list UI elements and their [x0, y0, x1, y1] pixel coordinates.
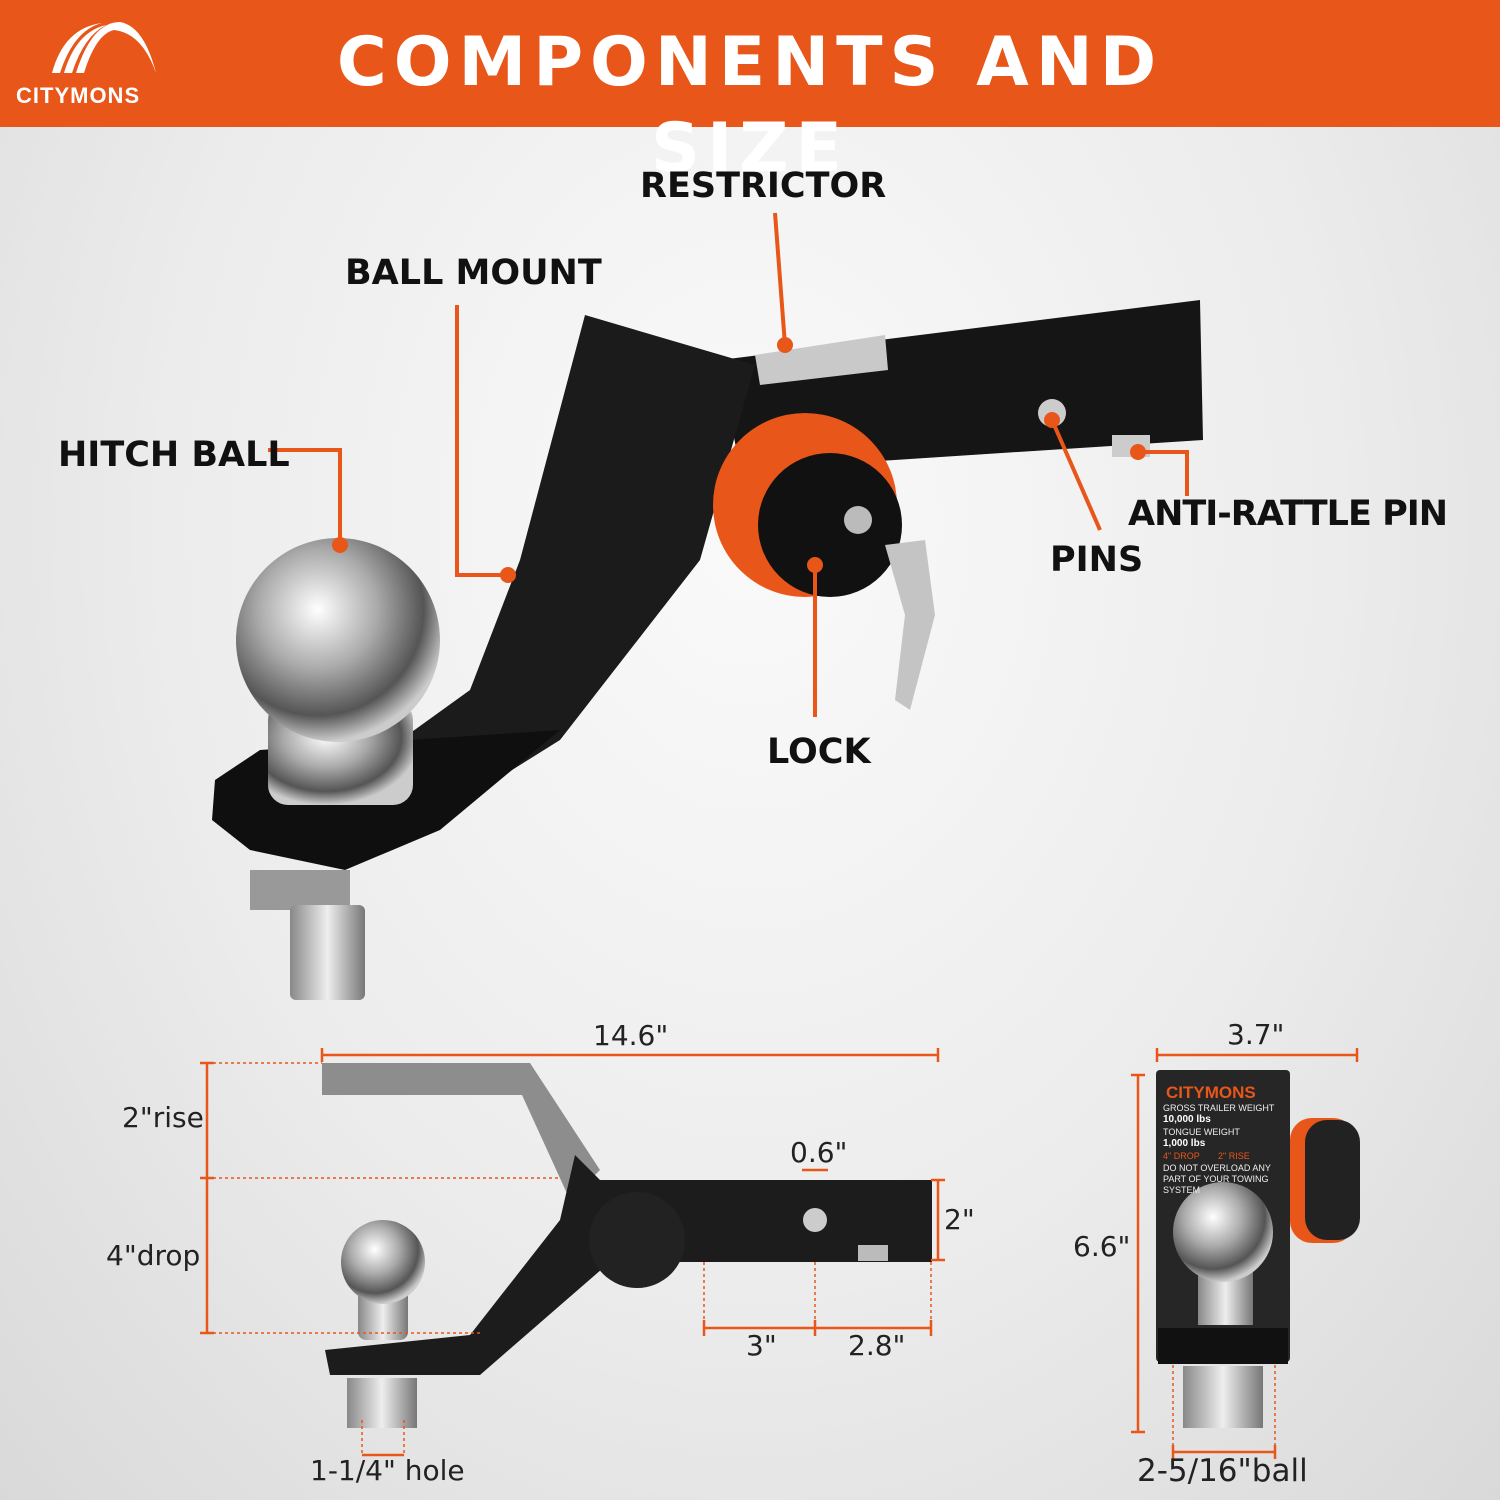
dim-hole: 1-1/4" hole	[310, 1454, 465, 1487]
callout-lines	[268, 212, 1189, 717]
hitch-ball	[236, 538, 440, 742]
dim-ball: 2-5/16"ball	[1137, 1453, 1308, 1489]
label-pins: PINS	[1050, 540, 1144, 580]
key-cylinder	[844, 506, 872, 534]
hitch-assembly	[212, 300, 1203, 1000]
label-lock: LOCK	[767, 732, 871, 772]
restrictor-plate	[755, 335, 888, 385]
label-rise: 2" RISE	[1218, 1151, 1250, 1161]
dim-tube-height: 2"	[944, 1203, 975, 1236]
label-hitch-ball: HITCH BALL	[58, 435, 290, 475]
dim-rise: 2"rise	[122, 1101, 204, 1134]
ball-thread	[290, 905, 365, 1000]
dim-length: 14.6"	[593, 1019, 669, 1052]
lock-knob-side	[589, 1192, 685, 1288]
front-view-drawing: CITYMONS	[1156, 1070, 1360, 1428]
dim-width: 3.7"	[1227, 1018, 1285, 1051]
label-gross-trailer-weight: GROSS TRAILER WEIGHT	[1163, 1103, 1275, 1113]
dimension-lines	[200, 1048, 1359, 1459]
dimension-guides	[207, 1062, 1276, 1455]
dim-height: 6.6"	[1073, 1230, 1131, 1263]
dim-pin-offset-a: 3"	[746, 1329, 777, 1362]
side-view-drawing	[322, 1063, 932, 1428]
lock-knob	[758, 453, 902, 597]
key	[885, 540, 935, 710]
dim-drop: 4"drop	[106, 1239, 201, 1272]
callout-dots	[332, 337, 1146, 583]
label-ball-mount: BALL MOUNT	[345, 253, 602, 293]
label-tw-value: 1,000 lbs	[1163, 1138, 1206, 1149]
label-anti-rattle-pin: ANTI-RATTLE PIN	[1128, 494, 1448, 534]
citymons-logo-icon	[52, 22, 156, 73]
label-drop: 4" DROP	[1163, 1151, 1200, 1161]
label-warning: DO NOT OVERLOAD ANY PART OF YOUR TOWING …	[1163, 1163, 1271, 1195]
header-banner: CITYMONS COMPONENTS AND SIZE	[0, 0, 1500, 188]
ball-mount-riser	[345, 315, 755, 840]
dim-pin-hole: 0.6"	[790, 1136, 848, 1169]
brand-name: CITYMONS	[16, 83, 141, 108]
label-tongue-weight: TONGUE WEIGHT	[1163, 1127, 1240, 1137]
page-title: COMPONENTS AND SIZE	[336, 23, 1164, 188]
label-restrictor: RESTRICTOR	[640, 166, 887, 206]
dim-pin-offset-b: 2.8"	[848, 1329, 906, 1362]
svg-text:CITYMONS: CITYMONS	[1166, 1083, 1256, 1102]
label-gtw-value: 10,000 lbs	[1163, 1114, 1211, 1125]
